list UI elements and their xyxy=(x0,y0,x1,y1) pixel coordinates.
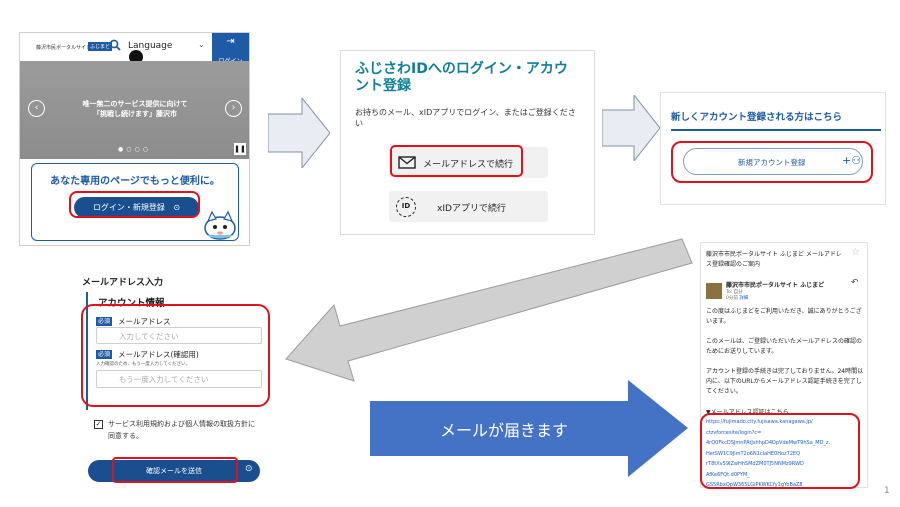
email-confirm-field[interactable]: もう一度入力してください xyxy=(96,370,262,388)
reply-icon[interactable]: ↶ xyxy=(851,278,859,288)
promo-card: あなた専用のページでもっと便利に。 ログイン・新規登録 ⊙ xyxy=(31,163,239,241)
received-email-screenshot: 藤沢市市民ポータルサイト ふじまど メールアドレス登録確認のご案内 ☆ 藤沢市市… xyxy=(700,242,868,488)
flow-arrow-4 xyxy=(370,380,688,477)
email-input-screenshot: メールアドレス入力 アカウント情報 必須 メールアドレス 入力してください 必須… xyxy=(82,270,272,490)
hero-banner: ‹ › 唯一無二のサービス提供に向けて 「挑戦し続けます」藤沢市 ●○○○ xyxy=(20,61,249,159)
email-confirm-hint: 入力確認のため、もう一度入力してください。 xyxy=(96,362,191,367)
promo-text: あなた専用のページでもっと便利に。 xyxy=(50,176,220,187)
required-badge: 必須 xyxy=(96,317,113,326)
portal-logo[interactable]: 藤沢市民ポータルサイト xyxy=(36,45,92,51)
new-account-heading: 新しくアカウント登録される方はこちら xyxy=(671,109,881,131)
highlight-email-fields xyxy=(81,304,270,407)
email-time: 0分前 xyxy=(726,296,738,301)
flow-arrow-1 xyxy=(268,98,330,168)
xid-continue-button[interactable]: ID xIDアプリで続行 xyxy=(389,191,548,222)
agree-checkbox[interactable]: ✓ xyxy=(94,420,103,429)
login-register-button[interactable]: ログイン・新規登録 ⊙ xyxy=(74,197,199,218)
arrow-circle-icon: ⊙ xyxy=(173,203,181,212)
url-line[interactable]: AfKe6FQt.d0PYM_ xyxy=(706,471,750,478)
url-line[interactable]: rT8tXv59IZwHhSMdZM0TJ5NNMz9RWD xyxy=(706,461,804,467)
new-account-label: 新規アカウント登録 xyxy=(738,158,806,167)
email-para-2: このメールは、ご登録いただいたメールアドレスの確認のためにお送りしています。 xyxy=(706,338,863,355)
add-user-icon: +⚇ xyxy=(842,154,862,167)
highlight-verification-url xyxy=(700,413,860,489)
email-confirm-placeholder: もう一度入力してください xyxy=(119,375,209,384)
email-label: メールアドレス xyxy=(118,317,171,326)
banner-text: 唯一無二のサービス提供に向けて 「挑戦し続けます」藤沢市 xyxy=(50,99,220,119)
login-header-button[interactable]: ⇥ ログイン xyxy=(212,33,249,65)
required-badge-2: 必須 xyxy=(96,350,113,359)
email-subject: 藤沢市市民ポータルサイト ふじまど メールアドレス登録確認のご案内 xyxy=(706,251,842,268)
xid-continue-label: xIDアプリで続行 xyxy=(437,204,506,214)
email-para-1: この度はふじまどをご利用いただき、誠にありがとうございます。 xyxy=(706,308,862,325)
verification-url[interactable]: https://fujimado.city.fujisawa.kanagawa.… xyxy=(706,417,866,488)
arrow-circle-icon: ⊙ xyxy=(245,464,253,474)
agree-text: サービス利用規約および個人情報の取扱方針に同意する。 xyxy=(108,420,255,440)
carousel-dots[interactable]: ●○○○ xyxy=(118,146,151,153)
recipient-line: To: 自分 xyxy=(726,290,743,295)
url-line[interactable]: GS5RbxQpW365LGiPKWKCfy1gYoBaZ8 xyxy=(706,482,803,488)
link-heading: ▼メールアドレス認証はこちら xyxy=(706,409,789,416)
star-icon[interactable]: ☆ xyxy=(851,247,860,258)
banner-line-2: 「挑戦し続けます」藤沢市 xyxy=(93,110,177,118)
portal-logo-badge: ふじまど xyxy=(88,42,113,51)
banner-line-1: 唯一無二のサービス提供に向けて xyxy=(82,100,188,108)
highlight-new-account xyxy=(671,141,873,183)
new-account-button[interactable]: 新規アカウント登録 +⚇ xyxy=(683,148,863,175)
login-method-screenshot: ふじさわIDへのログイン・アカウント登録 お持ちのメール、xIDアプリでログイン… xyxy=(340,50,595,235)
login-title: ふじさわIDへのログイン・アカウント登録 xyxy=(355,61,568,94)
url-line[interactable]: https://fujimado.city.fujisawa.kanagawa.… xyxy=(706,419,813,425)
email-continue-label: メールアドレスで続行 xyxy=(423,160,514,170)
highlight-email-continue xyxy=(390,145,523,177)
login-icon: ⇥ xyxy=(226,36,235,47)
language-selector[interactable]: Language xyxy=(128,41,173,51)
send-confirmation-button[interactable]: 確認メールを送信 ⊙ xyxy=(88,460,260,482)
banner-prev-button[interactable]: ‹ xyxy=(28,100,45,117)
highlight-login-register xyxy=(69,191,200,218)
account-info-card: アカウント情報 必須 メールアドレス 入力してください 必須 メールアドレス(確… xyxy=(86,292,270,410)
portal-top-screenshot: 藤沢市民ポータルサイト ふじまど Language ⌄ ⇥ ログイン ‹ › 唯… xyxy=(20,33,249,245)
cursor-icon xyxy=(129,50,143,64)
flow-arrow-2 xyxy=(602,95,660,161)
mail-icon xyxy=(398,156,416,169)
url-line[interactable]: HetSW1C9JimT2o6N1claHE0Hoz72EQ xyxy=(706,450,801,457)
new-account-screenshot: 新しくアカウント登録される方はこちら 新規アカウント登録 +⚇ xyxy=(660,92,886,205)
chevron-down-icon: ⌄ xyxy=(198,40,205,49)
email-confirm-label: メールアドレス(確認用) xyxy=(118,350,199,359)
mascot-image xyxy=(202,209,238,241)
page-number: 1 xyxy=(884,486,890,496)
email-placeholder: 入力してください xyxy=(119,332,179,341)
login-register-label: ログイン・新規登録 xyxy=(92,203,165,212)
banner-next-button[interactable]: › xyxy=(225,100,242,117)
url-line[interactable]: 4rQ0FkcDSJmnPAtJshhpD4DpVdeMwT9hSa_MD_z. xyxy=(706,440,831,446)
send-confirmation-label: 確認メールを送信 xyxy=(146,467,202,475)
pause-button[interactable]: ❚❚ xyxy=(234,143,246,155)
highlight-send-button xyxy=(112,457,238,483)
search-icon[interactable] xyxy=(109,39,121,51)
flow-arrow-3 xyxy=(282,235,697,385)
login-subtitle: お持ちのメール、xIDアプリでログイン、またはご登録ください xyxy=(355,108,576,128)
sender-name: 藤沢市市民ポータルサイト ふじまど xyxy=(726,282,825,289)
arrow-caption: メールが届きます xyxy=(440,421,569,440)
detail-link[interactable]: 詳細 xyxy=(739,296,749,301)
time-line: 0分前 詳細 xyxy=(726,295,748,301)
xid-icon: ID xyxy=(396,197,416,217)
url-line[interactable]: ctzvforcesite/login?c= xyxy=(706,429,762,436)
sender-avatar xyxy=(706,283,722,299)
email-para-3: アカウント登録の手続きは完了しておりません。24時間以内に、以下のURLからメー… xyxy=(706,368,864,395)
email-input-section-title: メールアドレス入力 xyxy=(82,278,164,288)
email-field[interactable]: 入力してください xyxy=(96,327,262,344)
account-info-title: アカウント情報 xyxy=(98,298,165,309)
